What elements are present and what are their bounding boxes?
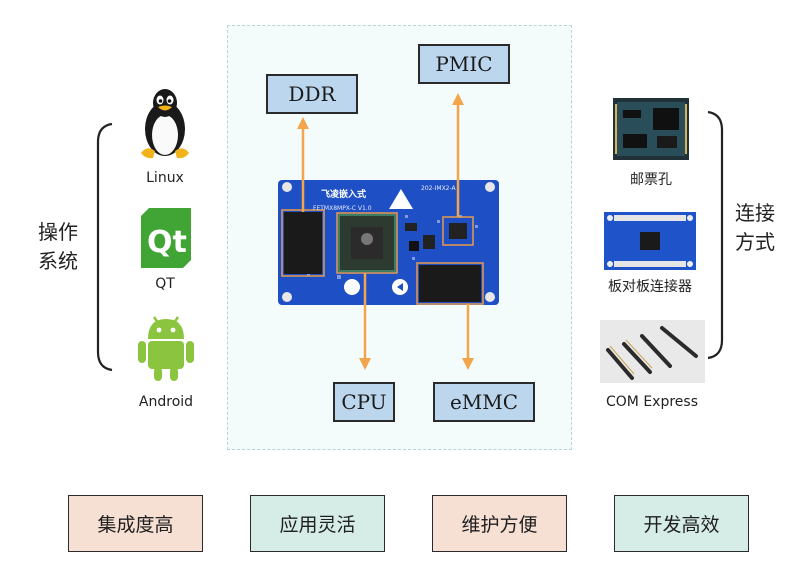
board-brand-text: 飞凌嵌入式 bbox=[321, 188, 366, 200]
board-to-board-connector-image bbox=[604, 212, 696, 270]
stamp-hole-module-image bbox=[613, 98, 689, 160]
os-section-title: 操作 系统 bbox=[38, 220, 78, 273]
cpu-label: CPU bbox=[333, 382, 395, 422]
os-label-android: Android bbox=[138, 394, 194, 410]
pmic-label: PMIC bbox=[418, 44, 510, 84]
som-board-diagram: 飞凌嵌入式 FETMX8MPX-C V1.0 202-IMX2-A bbox=[278, 93, 499, 370]
svg-text:Qt: Qt bbox=[147, 225, 187, 260]
ddr-chip bbox=[284, 212, 322, 274]
os-label-qt: QT bbox=[155, 276, 175, 292]
conn-label-stamp-hole: 邮票孔 bbox=[630, 172, 672, 188]
os-label-linux: Linux bbox=[146, 170, 184, 186]
right-bracket bbox=[707, 110, 724, 360]
conn-label-com-express: COM Express bbox=[606, 394, 698, 410]
conn-label-board-to-board: 板对板连接器 bbox=[608, 279, 692, 295]
ddr-label: DDR bbox=[266, 74, 358, 114]
board-model-text: FETMX8MPX-C V1.0 bbox=[313, 205, 372, 212]
board-part-text: 202-IMX2-A bbox=[421, 185, 457, 192]
connection-section-title: 连接 方式 bbox=[735, 201, 775, 254]
feature-flexible-application: 应用灵活 bbox=[250, 495, 385, 552]
feature-efficient-development: 开发高效 bbox=[614, 495, 749, 552]
feature-easy-maintenance: 维护方便 bbox=[432, 495, 567, 552]
left-bracket bbox=[96, 122, 113, 372]
android-robot-icon bbox=[138, 316, 194, 381]
pmic-chip bbox=[449, 223, 467, 239]
emmc-chip bbox=[419, 265, 481, 302]
feature-high-integration: 集成度高 bbox=[68, 495, 203, 552]
qt-logo-icon: Qt bbox=[141, 208, 191, 268]
linux-tux-icon bbox=[141, 89, 189, 159]
com-express-pins-image bbox=[600, 320, 705, 383]
emmc-label: eMMC bbox=[433, 382, 535, 422]
